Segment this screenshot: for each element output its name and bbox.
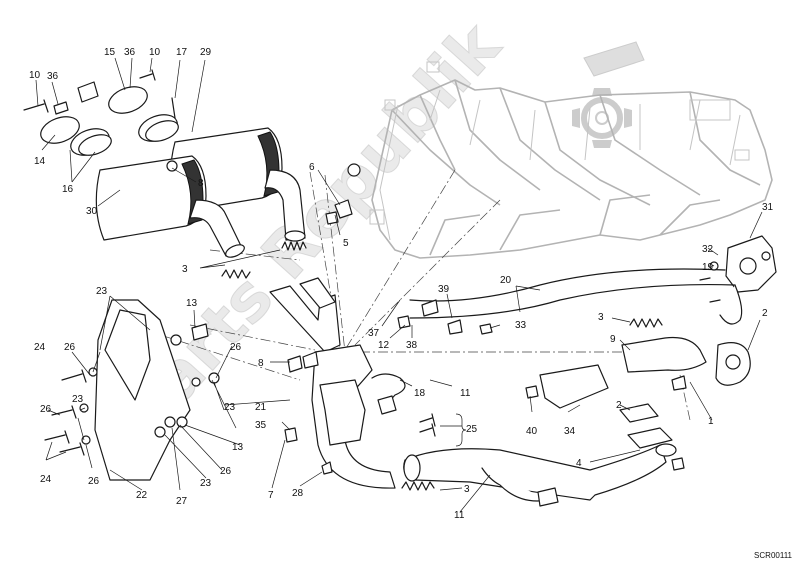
callout-24: 24 — [40, 474, 52, 485]
callout-26: 26 — [64, 342, 76, 353]
callout-5: 5 — [343, 238, 349, 249]
callout-34: 34 — [564, 426, 576, 437]
callout-26: 26 — [230, 342, 242, 353]
callout-19: 19 — [702, 262, 714, 273]
callout-10: 10 — [29, 70, 41, 81]
callout-8: 8 — [258, 358, 264, 369]
leader-lines — [35, 57, 763, 513]
callout-7: 7 — [268, 490, 274, 501]
callout-37: 37 — [368, 328, 380, 339]
callout-29: 29 — [200, 47, 212, 58]
callout-23: 23 — [72, 394, 84, 405]
callout-26: 26 — [88, 476, 100, 487]
callout-3: 3 — [182, 264, 188, 275]
callout-23: 23 — [200, 478, 212, 489]
silencer-lower — [95, 155, 245, 258]
callout-3: 3 — [598, 312, 604, 323]
header-pipes — [269, 277, 751, 501]
callout-2: 2 — [762, 308, 768, 319]
callout-9: 9 — [610, 334, 616, 345]
callout-12: 12 — [378, 340, 390, 351]
callout-2: 2 — [616, 400, 622, 411]
callout-32: 32 — [702, 244, 714, 255]
heat-shield-small — [539, 364, 609, 409]
callout-28: 28 — [292, 488, 304, 499]
callout-3: 3 — [464, 484, 470, 495]
callout-23: 23 — [224, 402, 236, 413]
callout-26: 26 — [40, 404, 52, 415]
fasteners — [23, 69, 721, 475]
callout-36: 36 — [124, 47, 136, 58]
callout-21: 21 — [255, 402, 267, 413]
callout-26: 26 — [220, 466, 232, 477]
frame-outline — [369, 61, 773, 259]
callout-17: 17 — [176, 47, 188, 58]
callout-20: 20 — [500, 275, 512, 286]
callout-18: 18 — [414, 388, 426, 399]
callout-25: 25 — [466, 424, 478, 435]
callout-15: 15 — [104, 47, 116, 58]
callout-38: 38 — [406, 340, 418, 351]
callout-6: 6 — [309, 162, 315, 173]
callout-24: 24 — [34, 342, 46, 353]
reference-code: SCR00111 — [754, 551, 792, 560]
callout-40: 40 — [526, 426, 538, 437]
heat-shield — [94, 299, 191, 481]
callout-30: 30 — [86, 206, 98, 217]
callout-35: 35 — [255, 420, 267, 431]
springs — [221, 241, 663, 491]
callout-22: 22 — [136, 490, 148, 501]
callout-27: 27 — [176, 496, 188, 507]
callout-1: 1 — [708, 416, 714, 427]
muffler-clamps — [40, 81, 179, 156]
callout-36: 36 — [47, 71, 59, 82]
callout-8: 8 — [198, 178, 204, 189]
callout-13: 13 — [232, 442, 244, 453]
callout-13: 13 — [186, 298, 198, 309]
callout-14: 14 — [34, 156, 46, 167]
callout-brace — [455, 413, 467, 447]
callout-39: 39 — [438, 284, 450, 295]
valve-cables — [409, 268, 743, 325]
callout-33: 33 — [515, 320, 527, 331]
callout-23: 23 — [96, 286, 108, 297]
callout-11: 11 — [460, 388, 471, 399]
exhaust-valve-actuator — [725, 235, 777, 293]
lambda-sensors — [371, 373, 559, 507]
callout-31: 31 — [762, 202, 774, 213]
callout-4: 4 — [576, 458, 582, 469]
callout-labels: 10 36 15 36 10 17 29 14 16 8 30 6 5 3 31… — [29, 47, 774, 521]
callout-16: 16 — [62, 184, 74, 195]
callout-10: 10 — [149, 47, 161, 58]
callout-11: 11 — [454, 510, 465, 521]
